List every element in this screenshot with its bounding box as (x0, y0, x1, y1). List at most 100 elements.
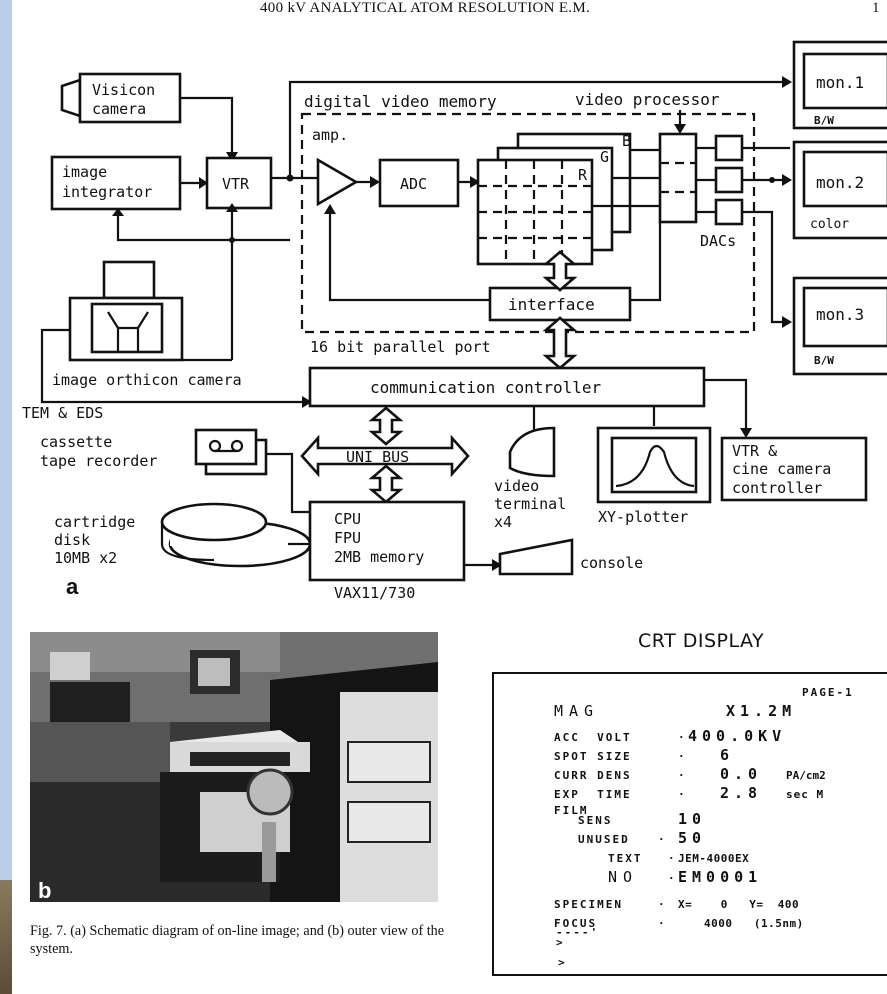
plane-b-label: B (622, 132, 631, 150)
orthicon-label: image orthicon camera (52, 371, 242, 389)
cartridge-label-3: 10MB x2 (54, 549, 117, 567)
orthicon-camera-icon (70, 262, 182, 360)
cartridge-label-2: disk (54, 531, 90, 549)
amp-label: amp. (312, 126, 348, 144)
crt-unused-label: UNUSED (578, 833, 630, 846)
crt-sep: · (668, 872, 677, 885)
visicon-label: Visicon (92, 81, 155, 99)
vtr-cine-label-3: controller (732, 479, 822, 497)
dvm-label: digital video memory (304, 92, 497, 111)
crt-sep: · (668, 852, 677, 865)
crt-sep: · (678, 769, 687, 782)
dac-1 (716, 136, 742, 160)
xy-plotter-label: XY-plotter (598, 508, 688, 526)
cartridge-label: cartridge (54, 513, 135, 531)
tem-eds-label: TEM & EDS (22, 404, 103, 422)
visicon-camera-block: Visicon camera (62, 74, 180, 122)
figure-b-label: b (38, 878, 51, 904)
crt-no-value: EM0001 (678, 868, 762, 886)
memory-label: 2MB memory (334, 548, 424, 566)
schematic-diagram: Visicon camera image integrator VTR imag… (0, 0, 887, 640)
parallel-port-arrow (546, 318, 574, 368)
video-terminal-label: video (494, 477, 539, 495)
crt-spot-label: SPOT SIZE (554, 750, 632, 763)
video-terminal-label-2: terminal (494, 495, 566, 513)
crt-acc-label: ACC VOLT (554, 731, 632, 744)
cassette-tape-icon (196, 430, 266, 474)
crt-display-screen: PAGE-1 MAG X1.2M ACC VOLT · 400.0KV SPOT… (492, 672, 887, 976)
mon1-sub-label: B/W (814, 114, 834, 127)
crt-curr-value: 0.0 (720, 765, 762, 783)
amplifier-symbol (318, 160, 356, 204)
visicon-label-2: camera (92, 100, 146, 118)
monitor-1: mon.1 B/W (794, 42, 887, 128)
vtr-cine-label-2: cine camera (732, 460, 831, 478)
crt-prompt-1[interactable]: > (556, 936, 565, 949)
crt-exp-label: EXP TIME (554, 788, 632, 801)
mon2-sub-label: color (810, 217, 849, 232)
integrator-label-2: integrator (62, 183, 152, 201)
crt-sep: · (678, 731, 687, 744)
mon2-label: mon.2 (816, 173, 864, 192)
crt-mag-value: X1.2M (726, 702, 796, 720)
crt-exp-value: 2.8 (720, 784, 762, 802)
crt-mag-label: MAG (554, 702, 599, 720)
mon1-label: mon.1 (816, 73, 864, 92)
crt-sep: · (658, 898, 667, 911)
console-label: console (580, 554, 643, 572)
integrator-label: image (62, 163, 107, 181)
cassette-label-2: tape recorder (40, 452, 157, 470)
uni-bus-label: UNI BUS (346, 448, 409, 466)
plane-g-label: G (600, 148, 609, 166)
vtr-label: VTR (222, 175, 250, 193)
console-icon (500, 540, 572, 574)
comm-controller-label: communication controller (370, 378, 602, 397)
crt-sep: · (658, 833, 667, 846)
crt-spot-value: 6 (720, 746, 734, 764)
fpu-label: FPU (334, 529, 361, 547)
figure-a-label: a (66, 574, 79, 599)
crt-unused-value: 50 (678, 829, 706, 847)
dacs-label: DACs (700, 232, 736, 250)
mon3-sub-label: B/W (814, 354, 834, 367)
crt-specimen-label: SPECIMEN (554, 898, 623, 911)
video-terminal-label-3: x4 (494, 513, 512, 531)
crt-display-title: CRT DISPLAY (638, 630, 764, 652)
cassette-label: cassette (40, 433, 112, 451)
cartridge-disk-icon (162, 504, 310, 566)
adc-label: ADC (400, 175, 427, 193)
monitor-2: mon.2 color (794, 142, 887, 238)
crt-specimen-value: X= 0 Y= 400 (678, 898, 799, 911)
video-terminal-icon (510, 428, 554, 476)
cpu-label: CPU (334, 510, 361, 528)
video-processor-box (660, 134, 696, 222)
video-processor-label: video processor (575, 90, 720, 109)
camera-lens-icon (62, 80, 80, 116)
background-photo-strip (0, 880, 12, 994)
plane-r-label: R (578, 166, 588, 184)
vax-label: VAX11/730 (334, 584, 415, 602)
crt-sens-value: 10 (678, 810, 706, 828)
crt-page: PAGE-1 (802, 686, 854, 699)
xy-plotter-icon (598, 428, 710, 502)
dac-2 (716, 168, 742, 192)
crt-text-label: TEXT (608, 852, 643, 865)
crt-sep: · (658, 917, 667, 930)
crt-focus-value: 4000 (1.5nm) (704, 917, 804, 930)
crt-curr-label: CURR DENS (554, 769, 632, 782)
crt-exp-unit: sec M (786, 788, 824, 801)
crt-text-value: JEM-4000EX (678, 852, 749, 865)
system-photograph (30, 632, 438, 902)
dac-3 (716, 200, 742, 224)
interface-label: interface (508, 295, 595, 314)
crt-acc-value: 400.0KV (688, 727, 786, 745)
monitor-3: mon.3 B/W (794, 278, 887, 374)
mon3-label: mon.3 (816, 305, 864, 324)
crt-no-label: NO (608, 868, 638, 886)
parallel-port-label: 16 bit parallel port (310, 338, 491, 356)
crt-sep: · (678, 750, 687, 763)
crt-sens-label: SENS (578, 814, 613, 827)
figure-caption: Fig. 7. (a) Schematic diagram of on-line… (30, 922, 470, 958)
crt-prompt-2[interactable]: > (558, 956, 567, 969)
vtr-cine-label: VTR & (732, 442, 777, 460)
